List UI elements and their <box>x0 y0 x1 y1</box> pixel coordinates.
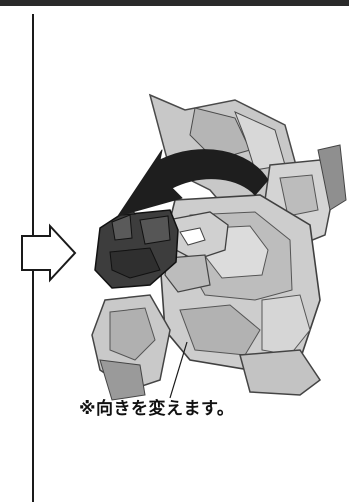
step-arrow-icon <box>22 226 75 280</box>
leader-line <box>170 342 187 398</box>
instruction-note: ※向きを変えます。 <box>79 394 234 419</box>
robot-figure <box>92 95 346 400</box>
